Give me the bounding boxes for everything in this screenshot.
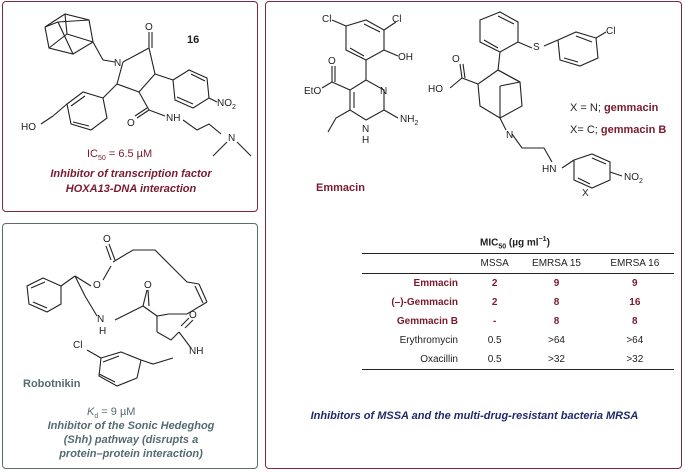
svg-text:NO2: NO2 (624, 172, 643, 185)
atom-O-emmacin: O (328, 56, 336, 67)
atom-NH: NH (166, 113, 180, 124)
atom-NO2: NO (217, 98, 232, 109)
svg-text:NO2: NO2 (217, 98, 236, 111)
atom-N-emmacin: N (380, 86, 387, 97)
cell-value: - (493, 316, 497, 327)
cell-value: 2 (491, 278, 498, 289)
gemmacin-label-line1: X = N; gemmacin (570, 102, 659, 114)
table-row-erythromycin: Erythromycin 0.5 >64 >64 (362, 331, 674, 350)
atom-H: H (99, 326, 106, 337)
atom-N-emmacin-2: N (362, 124, 369, 135)
cell-value: 0.5 (487, 335, 502, 346)
atom-O-amide1: O (144, 280, 152, 291)
hoxa13-caption-line2: HOXA13-DNA interaction (65, 183, 197, 195)
atom-NH2: NH (400, 114, 414, 125)
robotnikin-structure: O O O O N H NH Cl (26, 234, 208, 387)
atom-O: O (145, 22, 153, 33)
atom-HN-gemmacin: HN (542, 164, 556, 175)
column-header-emrsa15: EMRSA 15 (517, 253, 596, 274)
atom-HO-gemmacin: HO (428, 84, 443, 95)
table-row-emmacin: Emmacin 2 9 9 (362, 274, 674, 294)
mrsa-inhibitors-panel: Cl Cl OH O EtO N N H NH2 (265, 1, 682, 469)
atom-HO: HO (21, 122, 36, 133)
atom-Cl-gemmacin: Cl (606, 26, 615, 37)
atom-N-gemmacin: N (506, 130, 513, 141)
cell-value: 9 (632, 278, 638, 289)
svg-text:NH2: NH2 (400, 114, 418, 127)
atom-NH: NH (189, 346, 203, 357)
row-name: Gemmacin B (396, 316, 458, 327)
mic-table-title: MIC50 (µg ml−1) (480, 236, 550, 251)
cell-value: >64 (626, 335, 644, 346)
cell-value: >32 (517, 350, 596, 370)
atom-N: N (114, 58, 121, 69)
mrsa-caption: Inhibitors of MSSA and the multi-drug-re… (310, 410, 639, 422)
atom-NMe2: N (228, 133, 235, 144)
atom-S: S (533, 42, 540, 53)
mic-table-header: MSSA EMRSA 15 EMRSA 16 (362, 253, 674, 274)
hoxa13-caption-line1: Inhibitor of transcription factor (50, 168, 212, 180)
robotnikin-panel: O O O O N H NH Cl Robotnikin Kd = 9 µM I… (2, 223, 258, 469)
cell-value: 0.5 (472, 350, 518, 370)
table-row-oxacillin: Oxacillin 0.5 >32 >32 (362, 350, 674, 370)
row-name: Erythromycin (399, 335, 458, 346)
atom-O-ester: O (103, 234, 111, 245)
hoxa13-inhibitor-panel: N O O HO NO2 NH N 16 IC50 = 6.5 µM Inhib… (2, 1, 258, 212)
cell-value: 9 (553, 278, 560, 289)
atom-NO2-gemmacin: NO (624, 172, 639, 183)
compound-number: 16 (187, 34, 200, 46)
atom-Cl: Cl (73, 340, 82, 351)
column-header-mssa: MSSA (472, 253, 518, 274)
column-header-emrsa16: EMRSA 16 (595, 253, 674, 274)
cell-value: 8 (632, 316, 638, 327)
kd-value: Kd = 9 µM (87, 406, 136, 421)
table-row-gemmacin-b: Gemmacin B - 8 8 (362, 312, 674, 331)
table-row-gemmacin: (–)-Gemmacin 2 8 16 (362, 293, 674, 312)
cell-value: 8 (553, 297, 560, 308)
atom-OH: OH (398, 52, 413, 63)
atom-O-amide2: O (189, 310, 197, 321)
cell-value: >32 (595, 350, 674, 370)
atom-X: X (582, 188, 589, 199)
compound-16-structure: N O O HO NO2 NH N (21, 13, 252, 157)
atom-HN: N (97, 314, 104, 325)
row-name: Emmacin (413, 278, 458, 289)
emmacin-gemmacin-structures: Cl Cl OH O EtO N N H NH2 (304, 11, 643, 199)
atom-EtO: EtO (304, 86, 321, 97)
robotnikin-caption-line1: Inhibitor of the Sonic Hedeghog (47, 420, 215, 432)
gemmacin-label-line2: X= C; gemmacin B (570, 124, 667, 136)
cell-value: 2 (491, 297, 498, 308)
cell-value: 8 (553, 316, 560, 327)
ic50-value: IC50 = 6.5 µM (87, 148, 153, 163)
mic-table: MSSA EMRSA 15 EMRSA 16 Emmacin 2 9 9 (–)… (362, 253, 674, 370)
atom-O-amide: O (127, 118, 135, 129)
row-name: Oxacillin (362, 350, 472, 370)
atom-H-emmacin: H (362, 135, 369, 146)
emmacin-label: Emmacin (316, 182, 365, 194)
robotnikin-caption-line3: protein–protein interaction) (59, 448, 203, 460)
robotnikin-caption-line2: (Shh) pathway (disrupts a (63, 434, 199, 446)
cell-value: >64 (548, 335, 565, 346)
atom-Cl-2: Cl (392, 14, 401, 25)
row-name: (–)-Gemmacin (391, 297, 458, 308)
atom-O-gemmacin: O (452, 54, 460, 65)
cell-value: 16 (629, 297, 641, 308)
atom-Cl-1: Cl (322, 14, 331, 25)
robotnikin-name: Robotnikin (23, 378, 81, 390)
atom-O-ring: O (93, 280, 101, 291)
